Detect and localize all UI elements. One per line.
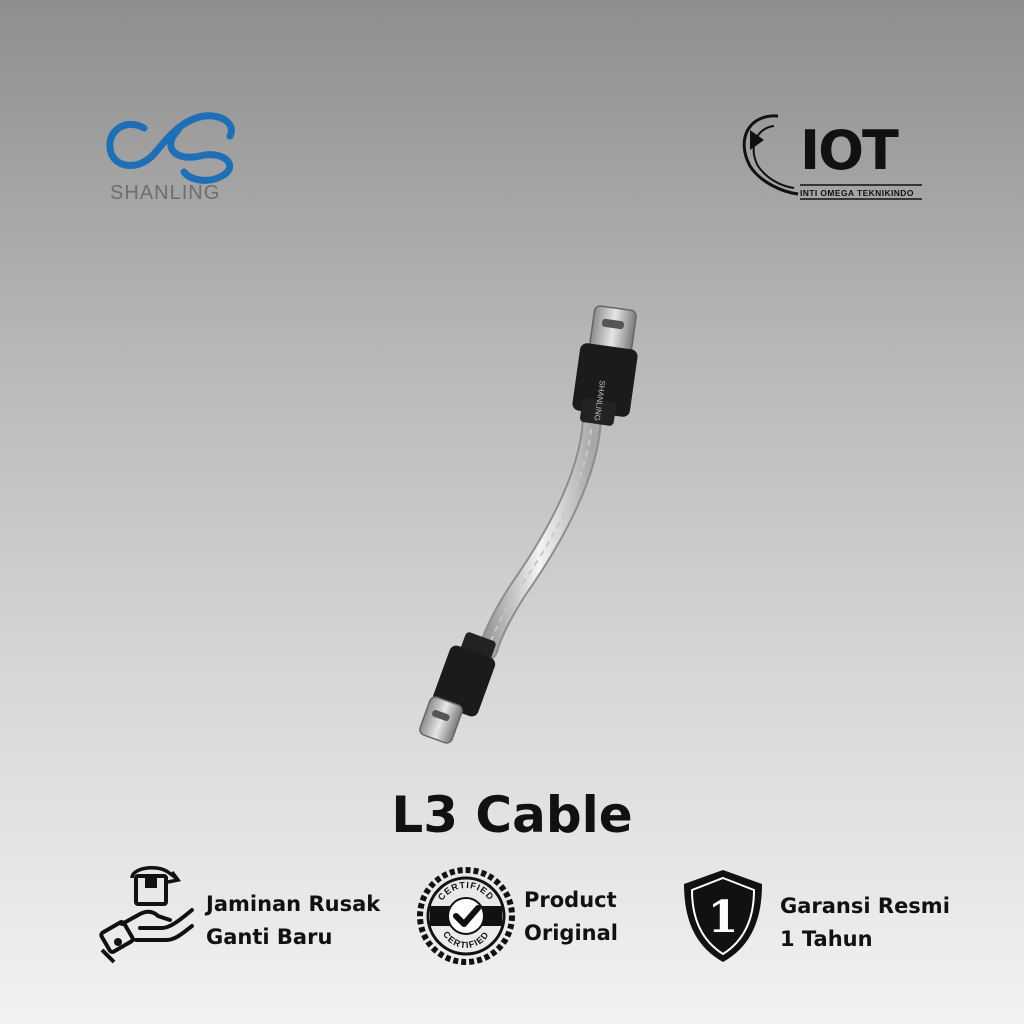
shield-number: 1 <box>708 892 739 943</box>
feature-1-line-2: Ganti Baru <box>206 925 333 949</box>
shanling-logo: SHANLING <box>104 106 249 206</box>
feature-3-line-1: Garansi Resmi <box>780 894 950 918</box>
feature-2-line-1: Product <box>524 888 617 912</box>
hand-box-icon <box>99 866 194 964</box>
shield-one-icon: 1 <box>684 870 762 962</box>
top-usb-c-connector: SHANLING <box>572 305 638 426</box>
feature-warranty-replacement: Jaminan Rusak Ganti Baru <box>96 866 396 966</box>
feature-1-line-1: Jaminan Rusak <box>206 892 381 916</box>
certified-badge-icon: CERTIFIED CERTIFIED <box>417 867 515 965</box>
bottom-usb-c-connector <box>419 632 496 744</box>
shanling-logo-mark-icon <box>106 112 235 184</box>
iot-company-name: INTI OMEGA TEKNIKINDO <box>800 188 914 198</box>
iot-wordmark: IOT <box>800 119 899 182</box>
feature-3-line-2: 1 Tahun <box>780 927 873 951</box>
feature-official-warranty: 1 Garansi Resmi 1 Tahun <box>678 866 958 966</box>
feature-product-original: CERTIFIED CERTIFIED Product Original <box>416 866 636 966</box>
product-title: L3 Cable <box>391 786 633 844</box>
feature-2-line-2: Original <box>524 921 618 945</box>
iot-logo: IOT INTI OMEGA TEKNIKINDO <box>738 110 928 205</box>
iot-swoosh-icon <box>742 114 922 200</box>
shanling-wordmark: SHANLING <box>110 182 221 204</box>
product-image-cable: SHANLING <box>400 300 660 750</box>
